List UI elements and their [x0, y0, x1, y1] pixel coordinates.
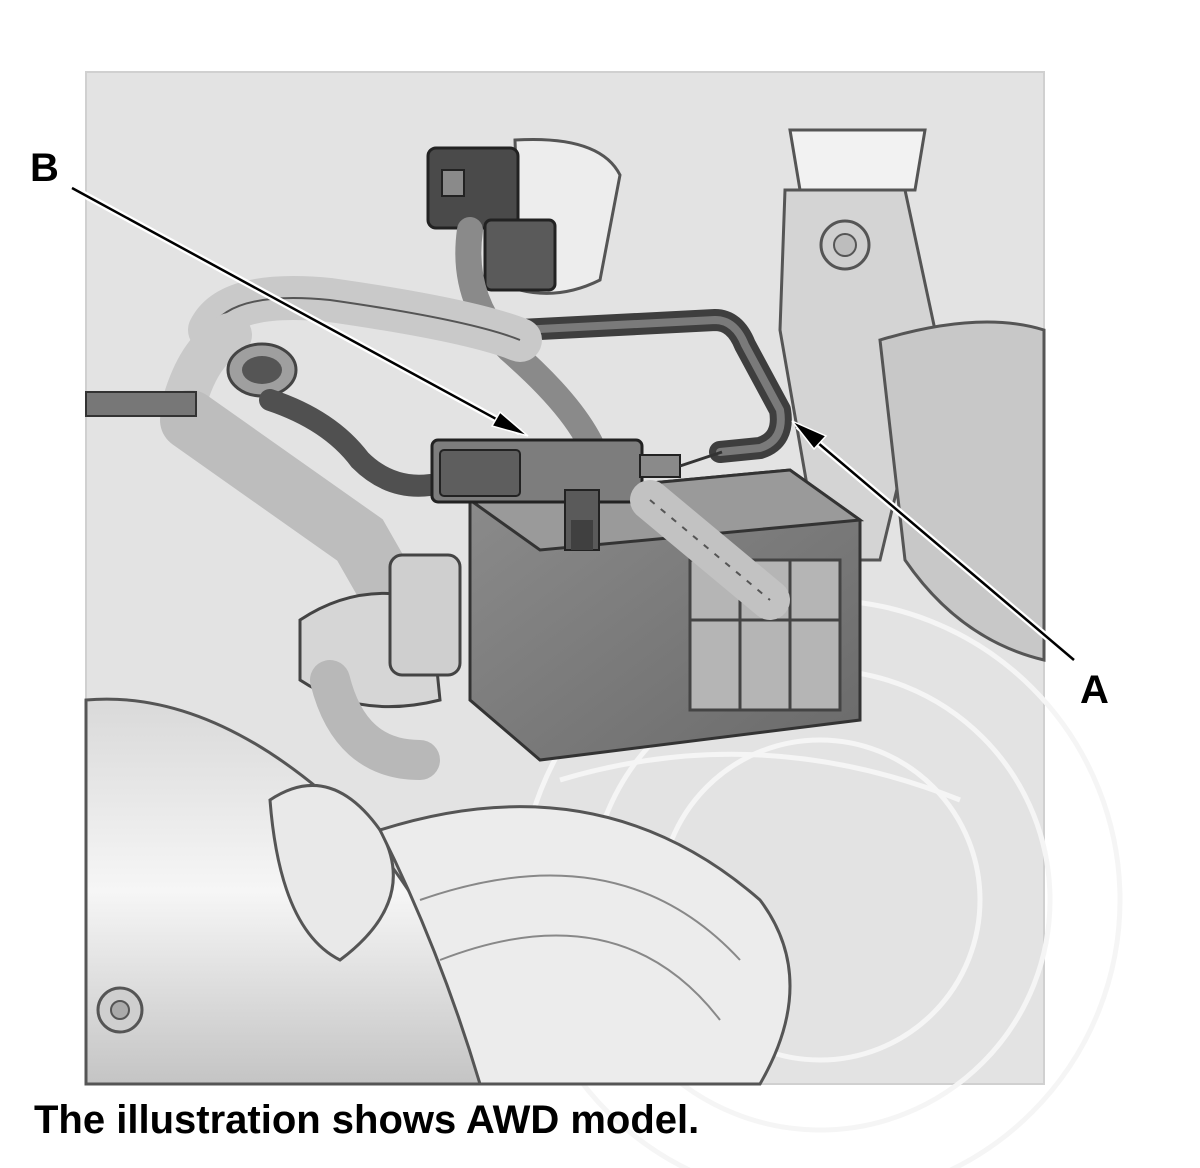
callout-label-b: B	[30, 146, 59, 190]
elbow-pipe	[298, 553, 462, 780]
leader-line-b	[70, 184, 529, 437]
callout-label-a: A	[1080, 668, 1109, 712]
hose-b	[259, 389, 441, 497]
top-connector	[426, 137, 622, 295]
right-mount-bracket	[778, 128, 1046, 662]
threaded-sensor	[630, 480, 790, 620]
component-b	[430, 438, 723, 551]
illustration-caption: The illustration shows AWD model.	[34, 1098, 700, 1142]
leader-line-a	[791, 420, 1077, 663]
left-hose-loop	[160, 276, 542, 640]
left-rod	[85, 391, 197, 417]
exhaust-pipe	[84, 697, 792, 1086]
